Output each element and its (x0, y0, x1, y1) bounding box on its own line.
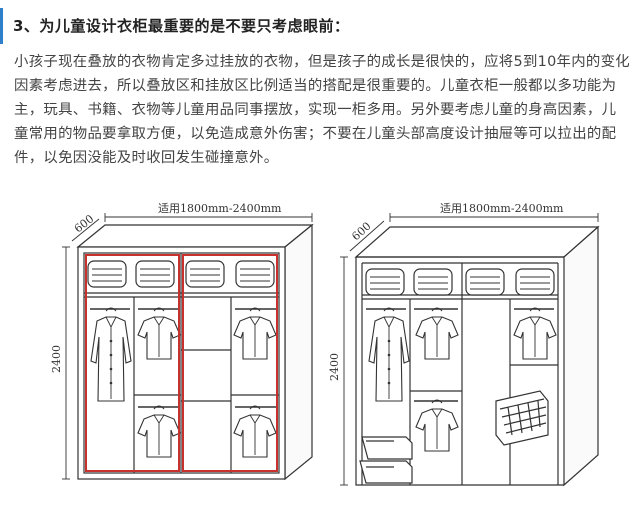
section-heading-bar: 3、为儿童设计衣柜最重要的是不要只考虑眼前： (0, 8, 640, 44)
left-door-highlight (85, 254, 180, 472)
left-dimension-lines (62, 213, 313, 480)
right-door-highlight (182, 254, 278, 472)
right-width-label: 适用1800mm-2400mm (440, 202, 564, 215)
right-depth-label: 600 (349, 220, 373, 244)
left-width-label: 适用1800mm-2400mm (158, 202, 282, 215)
right-dimension-lines (340, 213, 599, 486)
right-wardrobe (354, 225, 600, 487)
left-height-label: 2400 (50, 345, 63, 373)
right-height-label: 2400 (328, 353, 341, 381)
left-depth-label: 600 (72, 212, 97, 235)
body-paragraph: 小孩子现在叠放的衣物肯定多过挂放的衣物，但是孩子的成长是很快的，应将5到10年内… (14, 54, 630, 166)
section-heading: 3、为儿童设计衣柜最重要的是不要只考虑眼前： (13, 17, 350, 35)
wardrobe-illustration: 600 适用1800mm-2400mm 2400 (50, 202, 600, 487)
